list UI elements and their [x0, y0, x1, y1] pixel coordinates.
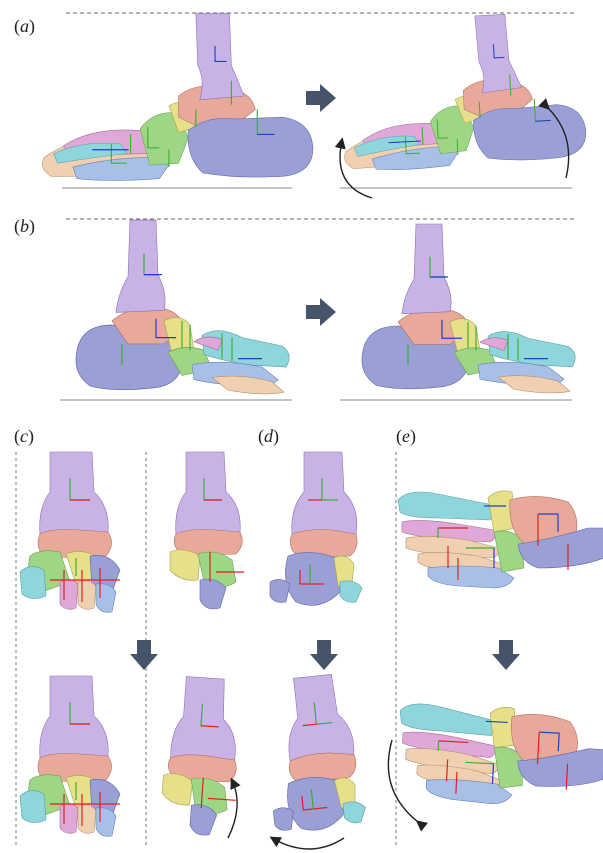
foot-back-view-neutral: [270, 452, 362, 605]
foot-top-view-neutral: [398, 491, 603, 588]
panel-e: (e): [388, 426, 603, 845]
foot-back-view-rotated: [260, 672, 368, 834]
hindfoot-front-view-rotated: [159, 675, 244, 837]
panel-label-d: (d): [258, 426, 279, 447]
foot-front-view-rotated: [20, 676, 120, 836]
foot-medial-neutral: [76, 220, 289, 394]
panel-label-a: (a): [14, 16, 35, 37]
down-arrow-icon: [310, 640, 338, 670]
hindfoot-front-view-neutral: [170, 452, 244, 609]
curved-rotation-arrow-icon: [228, 780, 237, 838]
panel-d: (d): [258, 426, 367, 849]
down-arrow-icon: [130, 640, 158, 670]
foot-front-view-neutral: [20, 452, 120, 612]
foot-top-view-rotated: [396, 702, 603, 810]
panel-a: (a): [14, 10, 587, 198]
panel-label-b: (b): [14, 216, 35, 237]
panel-label-c: (c): [14, 426, 34, 447]
panel-b: (b): [14, 216, 575, 400]
down-arrow-icon: [492, 640, 520, 670]
right-arrow-icon: [306, 298, 336, 326]
foot-lateral-neutral: [42, 13, 313, 180]
panel-c: (c): [14, 426, 244, 845]
right-arrow-icon: [306, 84, 336, 112]
curved-rotation-arrow-icon: [272, 838, 344, 849]
foot-lateral-rotated: [338, 10, 588, 172]
foot-medial-rotated: [362, 224, 575, 393]
panel-label-e: (e): [396, 426, 416, 447]
